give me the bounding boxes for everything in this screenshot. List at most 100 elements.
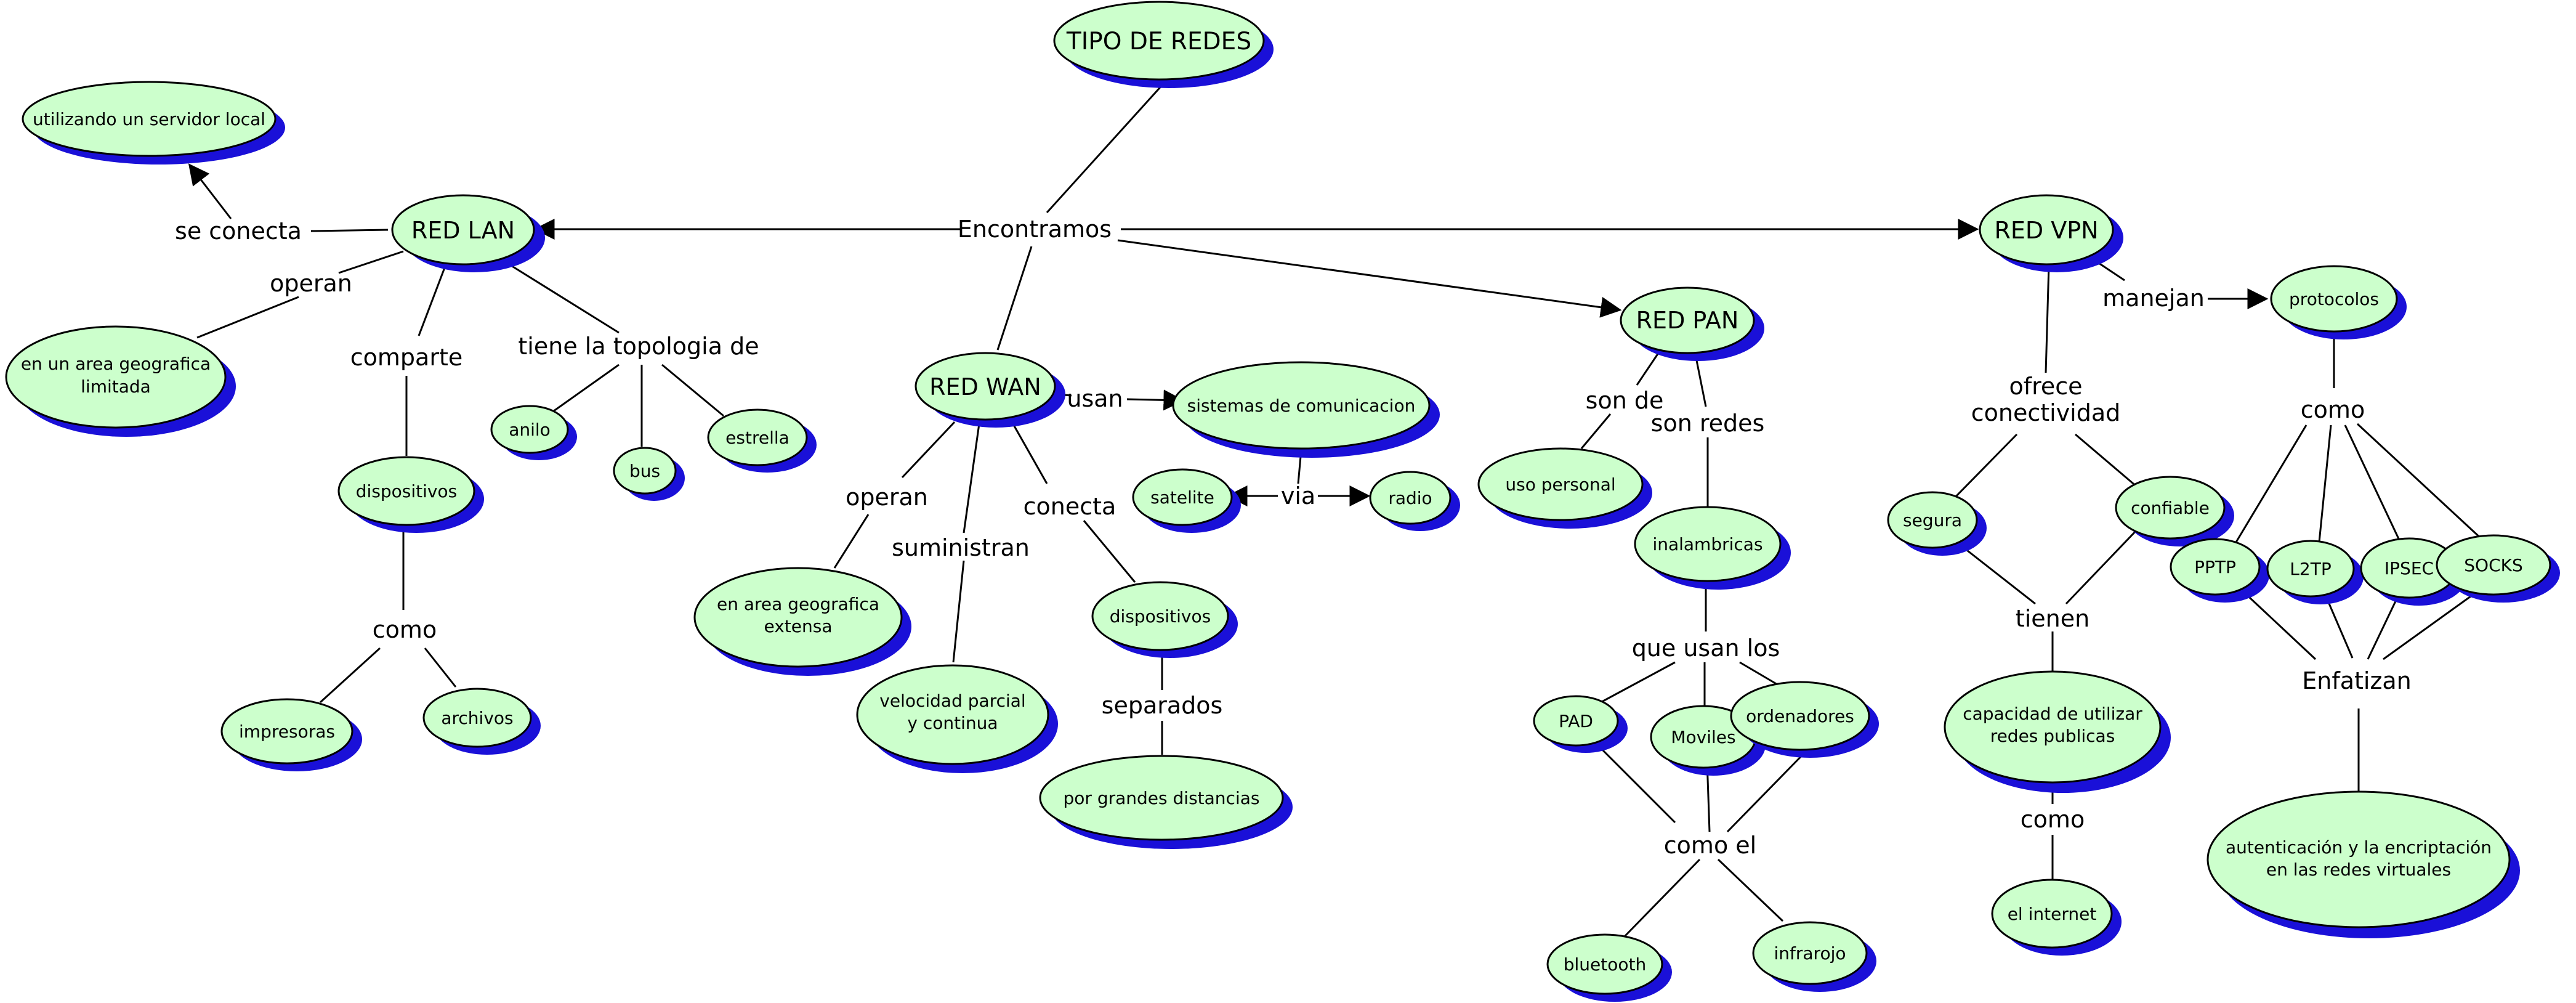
- concept-velocidad: velocidad parcial y continua: [856, 664, 1058, 773]
- concept-impresoras: impresoras: [220, 698, 362, 771]
- svg-text:utilizando un servidor local: utilizando un servidor local: [33, 109, 265, 129]
- svg-text:extensa: extensa: [764, 616, 832, 636]
- concept-dispositivos-wan: dispositivos: [1091, 581, 1238, 658]
- connector: [319, 647, 381, 704]
- svg-text:PAD: PAD: [1559, 711, 1593, 731]
- concept-moviles: Moviles: [1650, 705, 1766, 776]
- connector: [1083, 520, 1136, 583]
- concept-confiable: confiable: [2115, 476, 2234, 546]
- connector: [2065, 529, 2138, 605]
- connector: [338, 250, 404, 274]
- svg-text:radio: radio: [1388, 488, 1432, 508]
- svg-text:L2TP: L2TP: [2290, 559, 2331, 579]
- svg-text:IPSEC: IPSEC: [2384, 558, 2434, 579]
- link-como-vpn: como: [2021, 806, 2085, 833]
- connector: [952, 560, 965, 663]
- concept-bluetooth: bluetooth: [1546, 933, 1672, 1002]
- link-operan-lan: operan: [270, 270, 352, 297]
- connector: [2327, 600, 2354, 659]
- link-topologia: tiene la topologia de: [518, 333, 759, 360]
- link-manejan: manejan: [2102, 285, 2205, 312]
- svg-text:en area geografica: en area geografica: [717, 594, 879, 614]
- svg-text:en las redes virtuales: en las redes virtuales: [2266, 859, 2451, 880]
- connector: [2075, 433, 2138, 488]
- concept-estrella: estrella: [707, 408, 817, 473]
- connector: [1964, 547, 2036, 605]
- svg-text:sistemas de comunicacion: sistemas de comunicacion: [1187, 396, 1416, 416]
- concept-ordenadores: ordenadores: [1730, 681, 1879, 758]
- concept-capacidad: capacidad de utilizar redes publicas: [1944, 670, 2171, 793]
- concept-anilo: anilo: [490, 405, 577, 460]
- link-como-protocolos: como: [2301, 396, 2365, 423]
- svg-text:infrarojo: infrarojo: [1774, 943, 1846, 964]
- link-se-conecta: se conecta: [175, 217, 302, 245]
- connector: [2344, 424, 2403, 546]
- link-encontramos: Encontramos: [958, 216, 1112, 243]
- svg-text:el internet: el internet: [2008, 904, 2097, 924]
- link-son-redes: son redes: [1651, 410, 1765, 437]
- connector: [963, 423, 980, 534]
- svg-text:limitada: limitada: [81, 376, 151, 397]
- concept-l2tp: L2TP: [2266, 540, 2364, 604]
- concept-archivos: archivos: [422, 688, 541, 755]
- svg-text:bus: bus: [629, 461, 660, 481]
- concept-red-vpn: RED VPN: [1979, 194, 2123, 272]
- svg-text:ordenadores: ordenadores: [1746, 706, 1854, 726]
- concept-radio: radio: [1369, 471, 1460, 531]
- concept-red-pan: RED PAN: [1620, 286, 1764, 361]
- concept-servidor-local: utilizando un servidor local: [22, 81, 285, 164]
- concept-socks: SOCKS: [2436, 534, 2560, 603]
- svg-text:por grandes distancias: por grandes distancias: [1064, 788, 1260, 808]
- svg-text:SOCKS: SOCKS: [2464, 555, 2523, 575]
- svg-text:RED VPN: RED VPN: [1994, 217, 2098, 244]
- connector: [1623, 858, 1701, 938]
- concept-bus: bus: [613, 447, 685, 501]
- concept-tipo-de-redes: TIPO DE REDES: [1053, 1, 1274, 88]
- connector: [507, 262, 620, 334]
- link-conecta: conecta: [1024, 493, 1116, 520]
- concept-segura: segura: [1887, 491, 1987, 556]
- link-como-lan: como: [373, 616, 437, 643]
- svg-text:TIPO DE REDES: TIPO DE REDES: [1066, 28, 1251, 55]
- svg-text:RED WAN: RED WAN: [929, 373, 1041, 400]
- concept-area-extensa: en area geografica extensa: [693, 567, 911, 676]
- concept-protocolos: protocolos: [2270, 265, 2407, 339]
- concept-dispositivos-lan: dispositivos: [337, 456, 484, 533]
- link-ofrece: ofrece: [2009, 373, 2082, 400]
- link-usan: usan: [1067, 385, 1123, 412]
- concept-inalambricas: inalambricas: [1634, 506, 1791, 590]
- arrow-to-servidor-local: [188, 163, 232, 219]
- connector: [1951, 433, 2018, 502]
- svg-text:estrella: estrella: [725, 428, 789, 448]
- concept-sistemas-comunicacion: sistemas de comunicacion: [1172, 361, 1440, 458]
- connector: [2383, 587, 2482, 660]
- concept-uso-personal: uso personal: [1477, 447, 1652, 529]
- concept-area-limitada: en un area geografica limitada: [5, 325, 236, 437]
- link-que-usan-los: que usan los: [1632, 635, 1780, 662]
- concept-red-wan: RED WAN: [915, 352, 1065, 428]
- svg-text:redes publicas: redes publicas: [1990, 726, 2115, 746]
- link-como-el: como el: [1664, 832, 1756, 859]
- link-labels: Encontramos se conecta operan comparte t…: [175, 216, 2412, 859]
- svg-text:capacidad de utilizar: capacidad de utilizar: [1963, 704, 2142, 724]
- connector: [196, 296, 299, 339]
- connector: [1726, 745, 1812, 833]
- svg-text:PPTP: PPTP: [2194, 557, 2236, 577]
- connector: [2317, 424, 2332, 549]
- svg-text:bluetooth: bluetooth: [1564, 954, 1647, 975]
- connector: [2096, 261, 2125, 282]
- svg-text:satelite: satelite: [1150, 487, 1214, 508]
- connector: [2356, 423, 2483, 540]
- connector: [418, 266, 446, 336]
- svg-text:RED LAN: RED LAN: [411, 217, 515, 244]
- connector: [1594, 661, 1676, 707]
- concept-red-lan: RED LAN: [391, 194, 545, 272]
- concept-grandes-distancias: por grandes distancias: [1039, 755, 1293, 849]
- connector: [1597, 744, 1676, 824]
- connector: [1717, 858, 1784, 922]
- link-suministran: suministran: [892, 534, 1030, 561]
- svg-text:protocolos: protocolos: [2289, 289, 2379, 309]
- svg-text:Moviles: Moviles: [1671, 727, 1735, 747]
- connector: [2239, 587, 2317, 660]
- concept-pptp: PPTP: [2170, 538, 2269, 603]
